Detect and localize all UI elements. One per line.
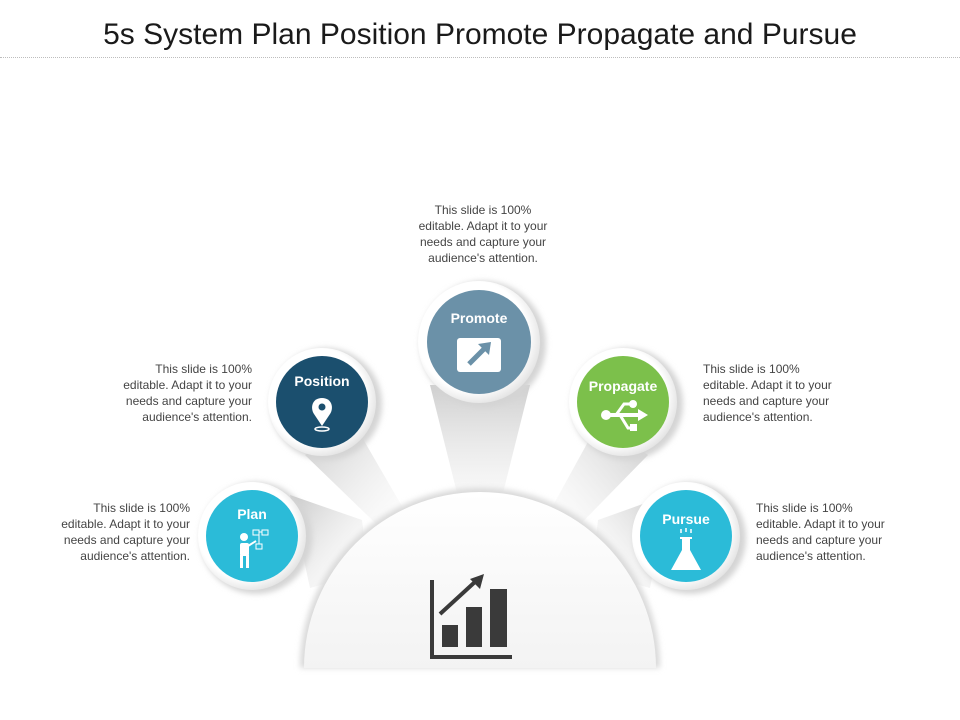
node-plan	[206, 490, 298, 582]
description-line: This slide is 100%	[93, 501, 190, 515]
description-position: This slide is 100% editable. Adapt it to…	[92, 361, 252, 425]
description-line: This slide is 100%	[756, 501, 853, 515]
description-line: needs and capture your	[125, 394, 252, 408]
description-propagate: This slide is 100% editable. Adapt it to…	[703, 361, 873, 425]
bar-chart-growth-icon	[430, 574, 512, 659]
title-divider	[0, 57, 960, 58]
node-label-position: Position	[294, 373, 350, 389]
description-pursue: This slide is 100% editable. Adapt it to…	[756, 500, 926, 564]
description-plan: This slide is 100% editable. Adapt it to…	[30, 500, 190, 564]
description-line: editable. Adapt it to your	[123, 378, 252, 392]
description-line: audience's attention.	[428, 251, 538, 265]
description-line: editable. Adapt it to your	[756, 517, 885, 531]
person-flowchart-icon	[240, 529, 269, 568]
node-label-propagate: Propagate	[588, 378, 658, 394]
description-line: This slide is 100%	[703, 362, 800, 376]
description-line: This slide is 100%	[155, 362, 252, 376]
description-line: needs and capture your	[63, 533, 190, 547]
description-line: audience's attention.	[703, 410, 813, 424]
description-line: This slide is 100%	[434, 203, 532, 217]
arrow-up-right-box-icon	[457, 338, 501, 372]
node-propagate	[577, 356, 669, 448]
description-line: needs and capture your	[703, 394, 830, 408]
beam-promote	[430, 385, 530, 545]
description-line: needs and capture your	[756, 533, 883, 547]
description-line: editable. Adapt it to your	[61, 517, 190, 531]
node-label-promote: Promote	[450, 310, 508, 326]
description-line: audience's attention.	[756, 549, 866, 563]
flask-icon	[671, 528, 701, 570]
description-line: audience's attention.	[142, 410, 252, 424]
description-line: editable. Adapt it to your	[703, 378, 832, 392]
hub	[300, 488, 660, 668]
usb-share-icon	[601, 400, 648, 431]
description-line: editable. Adapt it to your	[418, 219, 548, 233]
node-label-pursue: Pursue	[662, 511, 710, 527]
node-pursue	[640, 490, 732, 582]
description-promote: This slide is 100% editable. Adapt it to…	[398, 202, 568, 266]
location-pin-icon	[312, 398, 332, 432]
description-line: audience's attention.	[80, 549, 190, 563]
description-line: needs and capture your	[419, 235, 547, 249]
slide-title: 5s System Plan Position Promote Propagat…	[103, 18, 857, 51]
node-label-plan: Plan	[237, 506, 267, 522]
